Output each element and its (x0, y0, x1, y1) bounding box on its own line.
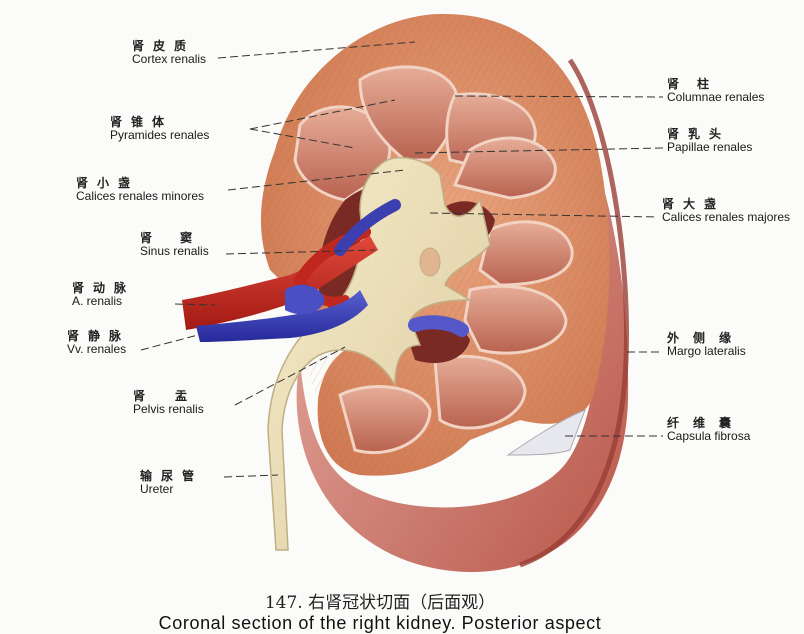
label-zh: 肾乳头 (667, 127, 731, 141)
capsula-fibrosa (506, 409, 586, 456)
label-calices-majores: 肾大盏 Calices renales majores (662, 198, 790, 223)
label-calices-minores: 肾小盏 Calices renales minores (76, 177, 204, 202)
label-zh: 肾锥体 (110, 115, 174, 129)
label-latin: Papillae renales (667, 139, 753, 154)
label-zh: 输尿管 (140, 469, 204, 483)
label-papillae-renales: 肾乳头 Papillae renales (667, 128, 752, 153)
label-zh: 肾大盏 (662, 197, 726, 211)
label-margo-lateralis: 外侧缘 Margo lateralis (667, 332, 746, 357)
margo-lateralis (519, 58, 629, 568)
label-latin: Columnae renales (667, 89, 765, 104)
label-zh: 肾柱 (667, 77, 728, 91)
label-latin: Cortex renalis (132, 51, 207, 66)
label-latin: Ureter (140, 481, 174, 496)
renal-artery (182, 236, 378, 330)
label-latin: Margo lateralis (667, 343, 746, 358)
label-ureter: 输尿管 Ureter (140, 470, 203, 495)
figure-caption: 147. 右肾冠状切面（后面观） Coronal section of the … (0, 588, 760, 634)
label-zh: 肾动脉 (72, 281, 136, 295)
label-a-renalis: 肾动脉 A. renalis (72, 282, 135, 307)
renal-vein (196, 290, 368, 342)
label-pyramides-renales: 肾锥体 Pyramides renales (110, 116, 209, 141)
caption-zh: 147. 右肾冠状切面（后面观） (0, 588, 760, 613)
label-latin: A. renalis (72, 293, 123, 308)
label-zh: 肾盂 (133, 389, 218, 403)
label-capsula-fibrosa: 纤维囊 Capsula fibrosa (667, 417, 750, 442)
label-pelvis-renalis: 肾盂 Pelvis renalis (133, 390, 217, 415)
label-zh: 肾皮质 (132, 39, 196, 53)
figure-title-en: Coronal section of the right kidney. Pos… (158, 613, 602, 633)
label-latin: Calices renales minores (76, 188, 205, 203)
label-zh: 肾小盏 (76, 176, 140, 190)
label-columnae-renales: 肾柱 Columnae renales (667, 78, 764, 103)
label-vv-renales: 肾静脉 Vv. renales (67, 330, 130, 355)
figure-title-zh: 右肾冠状切面（后面观） (308, 593, 496, 613)
label-latin: Capsula fibrosa (667, 428, 751, 443)
label-cortex-renalis: 肾皮质 Cortex renalis (132, 40, 206, 65)
label-latin: Vv. renales (67, 341, 127, 356)
label-latin: Calices renales majores (662, 209, 791, 224)
label-latin: Sinus renalis (140, 243, 209, 258)
label-zh: 外侧缘 (667, 331, 746, 345)
label-zh: 肾静脉 (67, 329, 131, 343)
leader-lines (140, 41, 664, 478)
label-sinus-renalis: 肾窦 Sinus renalis (140, 232, 220, 257)
label-latin: Pyramides renales (110, 127, 210, 142)
label-zh: 纤维囊 (667, 416, 746, 430)
figure-number: 147. (264, 593, 303, 613)
label-latin: Pelvis renalis (133, 401, 204, 416)
label-zh: 肾窦 (140, 231, 221, 245)
